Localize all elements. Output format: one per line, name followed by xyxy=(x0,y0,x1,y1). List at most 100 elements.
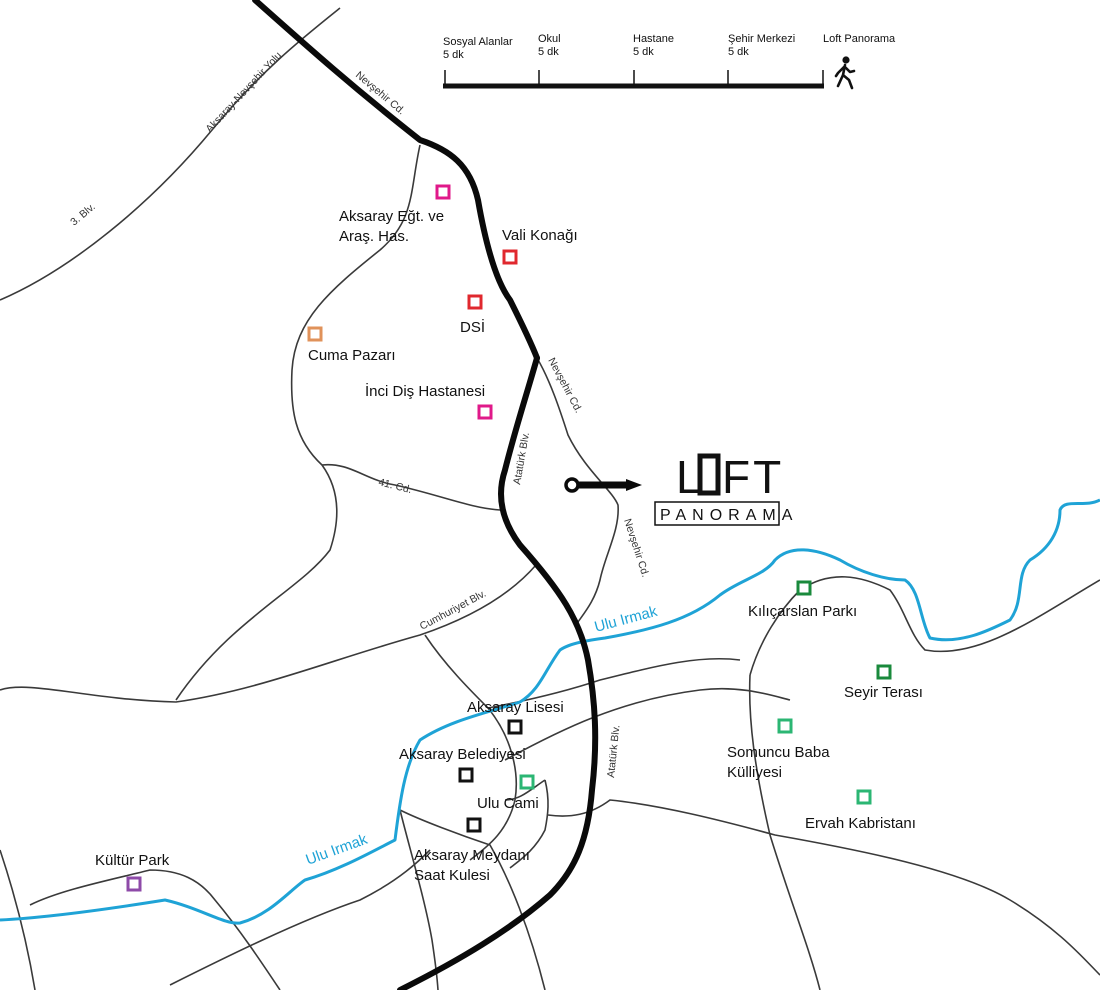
central-marker-icon xyxy=(458,767,474,783)
poi-label-line1: Aksaray Eğt. ve xyxy=(339,208,444,225)
central-marker-icon xyxy=(466,817,482,833)
poi-label: DSİ xyxy=(460,318,485,336)
label-nevsehir-cd-low: Nevşehir Cd. xyxy=(621,517,651,578)
health-marker-icon xyxy=(435,184,451,200)
poi-label: Kültür Park xyxy=(95,852,170,869)
road-nevsehir-cd-main xyxy=(252,0,540,361)
road-aksaray-nevsehir-yolu xyxy=(0,7,341,301)
poi-label-line2: Saat Kulesi xyxy=(414,867,490,884)
poi-inci-dis-hastanesi[interactable]: İnci Diş Hastanesi xyxy=(365,382,493,420)
government-marker-icon xyxy=(502,249,518,265)
park-marker-icon xyxy=(796,580,812,596)
poi-label-line1: Somuncu Baba xyxy=(727,744,830,761)
road-center-1 xyxy=(424,634,518,861)
government-marker-icon xyxy=(467,294,483,310)
road-east-1 xyxy=(749,576,1100,676)
health-marker-icon xyxy=(477,404,493,420)
road-center-4 xyxy=(509,779,549,869)
loft-pointer xyxy=(564,477,642,493)
walking-distance-scale: Sosyal Alanlar 5 dk Okul 5 dk Hastane 5 … xyxy=(443,33,896,90)
road-center-6 xyxy=(399,809,546,990)
scale-stop-4-time: 5 dk xyxy=(728,46,749,58)
poi-aksaray-egt-hastanesi[interactable]: Aksaray Eğt. ve Araş. Has. xyxy=(339,184,451,245)
road-sw-3 xyxy=(169,849,431,986)
poi-label: Ulu Cami xyxy=(477,795,539,812)
poi-label: Seyir Terası xyxy=(844,684,923,701)
scale-stop-2-time: 5 dk xyxy=(538,46,559,58)
scale-stop-1-time: 5 dk xyxy=(443,49,464,61)
label-ataturk-south: Atatürk Blv. xyxy=(605,724,622,778)
road-sw-2 xyxy=(0,849,36,990)
pedestrian-icon xyxy=(834,56,856,90)
road-cumhuriyet-blv xyxy=(0,564,537,703)
scale-stop-3-time: 5 dk xyxy=(633,46,654,58)
scale-stop-3-name: Hastane xyxy=(633,33,674,45)
park-marker-icon xyxy=(876,664,892,680)
brand-letter-o-box xyxy=(697,453,721,496)
label-3-blv: 3. Blv. xyxy=(68,201,97,228)
road-center-3 xyxy=(504,687,791,761)
poi-label: Ervah Kabristanı xyxy=(805,815,916,832)
road-labels: Nevşehir Cd. Aksaray-Nevşehir Yolu 3. Bl… xyxy=(68,49,651,778)
market-marker-icon xyxy=(307,326,323,342)
poi-label: Aksaray Lisesi xyxy=(467,699,564,716)
poi-kilicarslan-parki[interactable]: Kılıçarslan Parkı xyxy=(748,580,857,620)
religious-marker-icon xyxy=(856,789,872,805)
road-east-2 xyxy=(748,674,821,990)
poi-label: İnci Diş Hastanesi xyxy=(365,382,485,400)
poi-somuncu-baba-kulliyesi[interactable]: Somuncu Baba Külliyesi xyxy=(727,718,830,781)
poi-aksaray-belediyesi[interactable]: Aksaray Belediyesi xyxy=(399,746,526,783)
road-center-7 xyxy=(399,809,439,990)
poi-ervah-kabristani[interactable]: Ervah Kabristanı xyxy=(805,789,916,832)
poi-label-line2: Araş. Has. xyxy=(339,228,409,245)
road-center-2 xyxy=(487,657,741,709)
road-41-cd xyxy=(321,463,501,511)
poi-dsi[interactable]: DSİ xyxy=(460,294,485,336)
central-marker-icon xyxy=(507,719,523,735)
scale-stop-5-name: Loft Panorama xyxy=(823,33,896,45)
road-center-5 xyxy=(547,799,1100,976)
poi-kultur-park[interactable]: Kültür Park xyxy=(95,852,170,892)
label-ulu-irmak-upper: Ulu Irmak xyxy=(593,603,660,636)
poi-label-line1: Aksaray Meydanı xyxy=(414,847,530,864)
scale-stop-1-name: Sosyal Alanlar xyxy=(443,36,513,48)
brand-subtitle-box xyxy=(654,501,780,526)
scale-stop-4-name: Şehir Merkezi xyxy=(728,33,795,45)
poi-label-line2: Külliyesi xyxy=(727,764,782,781)
brand-letter-l: L xyxy=(676,451,705,503)
river-ulu-irmak xyxy=(0,498,1100,925)
poi-cuma-pazari[interactable]: Cuma Pazarı xyxy=(307,326,396,364)
label-nevsehir-cd-mid: Nevşehir Cd. xyxy=(545,356,584,415)
minor-roads xyxy=(0,7,1100,990)
river-labels: Ulu Irmak Ulu Irmak xyxy=(304,603,660,869)
road-ataturk-blv xyxy=(397,355,599,990)
poi-ulu-cami[interactable]: Ulu Cami xyxy=(477,774,539,812)
religious-marker-icon xyxy=(777,718,793,734)
label-ulu-irmak-lower: Ulu Irmak xyxy=(304,831,371,869)
river-main xyxy=(0,498,1100,925)
poi-seyir-terasi[interactable]: Seyir Terası xyxy=(844,664,923,701)
poi-label: Cuma Pazarı xyxy=(308,347,396,364)
culture-marker-icon xyxy=(126,876,142,892)
points-of-interest: Aksaray Eğt. ve Araş. Has. Vali Konağı D… xyxy=(95,184,923,892)
poi-label: Kılıçarslan Parkı xyxy=(748,603,857,620)
road-west-loop xyxy=(175,144,421,701)
religious-marker-icon xyxy=(519,774,535,790)
label-aksaray-nevsehir-yolu: Aksaray-Nevşehir Yolu xyxy=(203,49,284,135)
poi-vali-konagi[interactable]: Vali Konağı xyxy=(502,227,578,265)
major-roads xyxy=(252,0,642,990)
brand-letters-ft: FT xyxy=(722,451,784,503)
road-sw-1 xyxy=(29,869,281,990)
scale-stop-2-name: Okul xyxy=(538,33,561,45)
brand-subtitle: PANORAMA xyxy=(660,507,798,524)
loft-panorama-logo: L FT PANORAMA xyxy=(654,451,798,526)
poi-label: Vali Konağı xyxy=(502,227,578,244)
poi-label: Aksaray Belediyesi xyxy=(399,746,526,763)
poi-aksaray-meydani-saat-kulesi[interactable]: Aksaray Meydanı Saat Kulesi xyxy=(414,817,530,884)
road-center-8 xyxy=(504,779,546,801)
poi-aksaray-lisesi[interactable]: Aksaray Lisesi xyxy=(467,699,564,735)
road-nevsehir-cd-lower xyxy=(536,357,619,623)
label-41-cd: 41. Cd. xyxy=(377,476,413,496)
